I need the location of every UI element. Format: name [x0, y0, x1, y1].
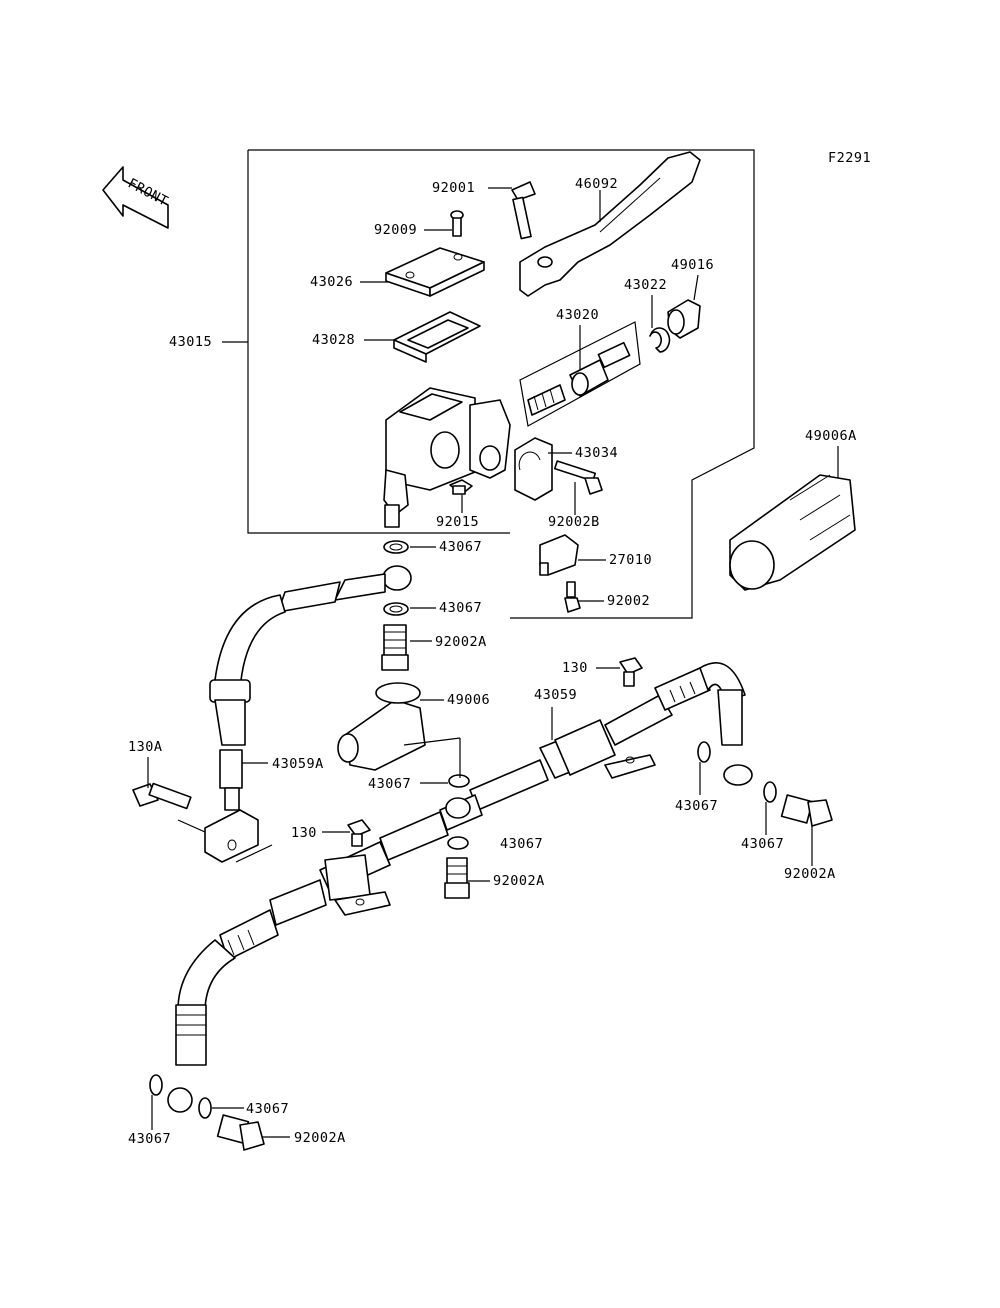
washer-43067-lower-left — [149, 1074, 163, 1096]
bolt-130-right — [619, 657, 643, 687]
label-43059A: 43059A — [272, 756, 324, 772]
front-arrow-icon: FRONT — [102, 166, 171, 229]
washer-43067-right-a — [697, 741, 711, 763]
circlip-43022 — [649, 327, 671, 353]
label-92002A-a: 92002A — [435, 634, 487, 650]
switch-27010 — [539, 534, 579, 576]
label-43067-c: 43067 — [368, 776, 411, 792]
holder-43034 — [514, 437, 553, 501]
bolt-130A — [132, 782, 192, 810]
bolt-92001 — [511, 181, 536, 240]
diaphragm-43028 — [393, 311, 481, 363]
upper-hose — [209, 565, 412, 746]
washer-43067-right-b — [763, 781, 777, 803]
figure-code: F2291 — [828, 150, 871, 166]
master-cylinder-body — [383, 387, 511, 528]
bolt-130-middle — [347, 819, 371, 847]
nut-92015 — [449, 479, 473, 495]
lower-hose-43059 — [167, 662, 753, 1113]
label-92002: 92002 — [607, 593, 650, 609]
label-49006A: 49006A — [805, 428, 857, 444]
part-labels: 92001 46092 92009 43026 49016 43022 4301… — [128, 176, 857, 1147]
label-43067-g: 43067 — [246, 1101, 289, 1117]
assembly-frame-43015 — [222, 149, 755, 619]
label-27010: 27010 — [609, 552, 652, 568]
label-92015: 92015 — [436, 514, 479, 530]
label-43022: 43022 — [624, 277, 667, 293]
leader-lines — [147, 187, 839, 1138]
reservoir-cap-43026 — [385, 247, 485, 297]
bolt-92002A-middle — [444, 857, 470, 899]
piston-kit-43020 — [519, 321, 641, 427]
screw-92009 — [450, 210, 464, 237]
label-92009: 92009 — [374, 222, 417, 238]
label-92001: 92001 — [432, 180, 475, 196]
label-49016: 49016 — [671, 257, 714, 273]
label-43067-h: 43067 — [128, 1131, 171, 1147]
bolt-92002A-upper — [381, 624, 409, 671]
label-43067-a: 43067 — [439, 539, 482, 555]
bolt-92002A-lower — [216, 1114, 265, 1151]
washer-43067-lower-mid — [198, 1097, 212, 1119]
label-43020: 43020 — [556, 307, 599, 323]
boot-49016 — [667, 299, 701, 339]
guard-49006A — [729, 474, 856, 591]
label-130-b: 130 — [291, 825, 317, 841]
label-92002A-d: 92002A — [294, 1130, 346, 1146]
label-43015: 43015 — [169, 334, 212, 350]
label-130A: 130A — [128, 739, 163, 755]
bolt-92002B — [553, 460, 603, 495]
label-43067-b: 43067 — [439, 600, 482, 616]
label-43059: 43059 — [534, 687, 577, 703]
hose-43059A — [204, 749, 259, 863]
bolt-92002A-right — [780, 794, 833, 827]
washer-43067-lower — [383, 602, 409, 616]
label-92002B: 92002B — [548, 514, 600, 530]
boot-49006 — [337, 682, 426, 771]
label-130-a: 130 — [562, 660, 588, 676]
washer-43067-middle-a — [448, 774, 470, 788]
label-43067-f: 43067 — [741, 836, 784, 852]
brake-lever-46092 — [519, 151, 701, 297]
label-49006: 49006 — [447, 692, 490, 708]
label-92002A-c: 92002A — [784, 866, 836, 882]
screw-92002 — [564, 581, 581, 613]
label-43067-d: 43067 — [675, 798, 718, 814]
label-43034: 43034 — [575, 445, 618, 461]
label-43028: 43028 — [312, 332, 355, 348]
label-46092: 46092 — [575, 176, 618, 192]
label-43067-e: 43067 — [500, 836, 543, 852]
washer-43067-middle-b — [447, 836, 469, 850]
washer-43067-upper — [383, 540, 409, 554]
label-43026: 43026 — [310, 274, 353, 290]
label-92002A-b: 92002A — [493, 873, 545, 889]
